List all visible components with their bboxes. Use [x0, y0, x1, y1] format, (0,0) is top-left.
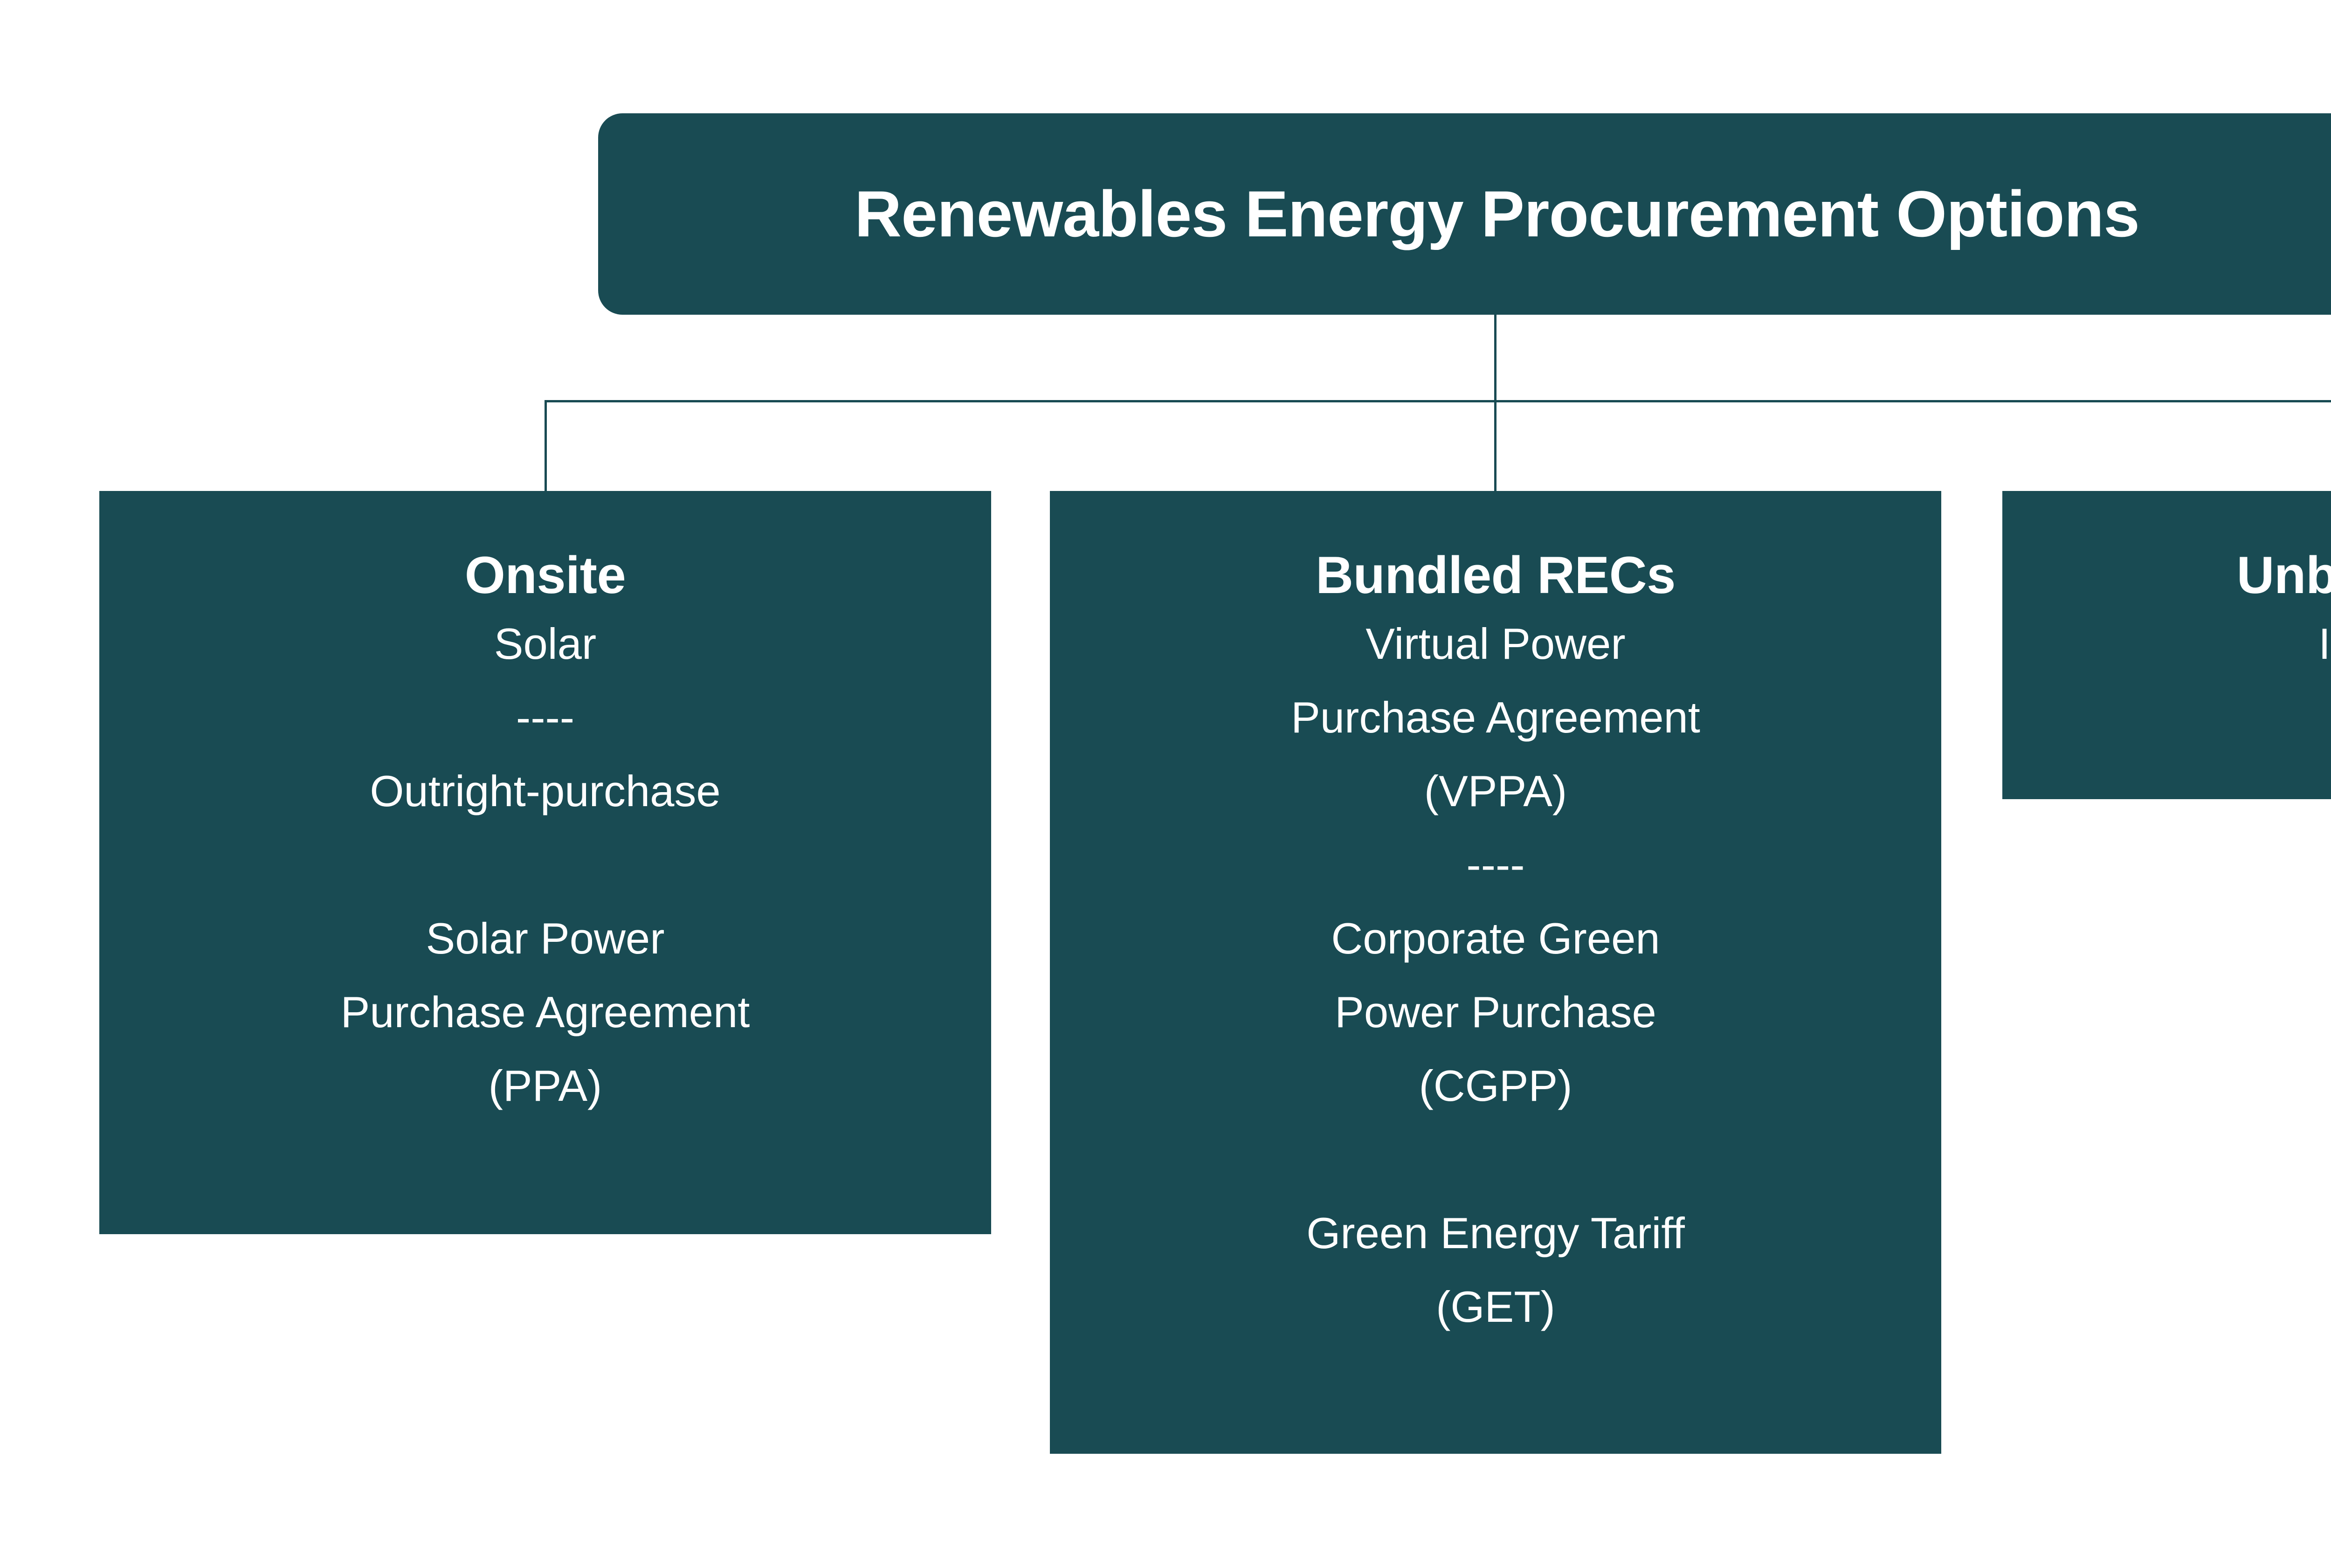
node-bundled-recs[interactable]: Bundled RECs Virtual Power Purchase Agre…	[1050, 491, 1941, 1454]
node-onsite-line-3: Outright-purchase	[370, 767, 721, 816]
node-bundled-recs-line-4: ----	[1466, 840, 1525, 890]
node-bundled-recs-line-9: Green Energy Tariff	[1306, 1208, 1685, 1257]
node-bundled-recs-line-1: Virtual Power	[1365, 619, 1626, 669]
node-onsite-line-5: Solar Power	[426, 914, 665, 963]
node-unbundled-recs[interactable]: Unbundled RECs I-REC / TIGR	[2002, 491, 2331, 799]
node-bundled-recs-heading: Bundled RECs	[1316, 546, 1676, 604]
node-bundled-recs-line-2: Purchase Agreement	[1291, 693, 1700, 742]
connector-root-stem	[1494, 315, 1497, 402]
node-bundled-recs-line-5: Corporate Green	[1331, 914, 1660, 963]
node-unbundled-recs-heading: Unbundled RECs	[2236, 546, 2331, 604]
node-bundled-recs-line-8	[1490, 1123, 1502, 1196]
node-unbundled-recs-lines: I-REC / TIGR	[2002, 607, 2331, 681]
root-node-renewables-energy-procurement-options[interactable]: Renewables Energy Procurement Options	[598, 113, 2331, 315]
root-node-title: Renewables Energy Procurement Options	[855, 177, 2140, 250]
node-onsite[interactable]: Onsite Solar ---- Outright-purchase Sola…	[99, 491, 991, 1234]
connector-branch-onsite	[545, 400, 547, 491]
connector-horizontal-bus	[545, 400, 2331, 402]
node-bundled-recs-line-10: (GET)	[1436, 1282, 1555, 1331]
node-onsite-line-4	[539, 828, 551, 902]
node-onsite-line-7: (PPA)	[488, 1061, 602, 1110]
node-onsite-line-2: ----	[516, 693, 575, 742]
node-onsite-line-6: Purchase Agreement	[340, 987, 750, 1036]
node-onsite-line-1: Solar	[494, 619, 597, 669]
connector-branch-bundled	[1494, 400, 1497, 491]
node-onsite-heading: Onsite	[464, 546, 626, 604]
node-bundled-recs-line-3: (VPPA)	[1424, 767, 1567, 816]
node-bundled-recs-line-7: (CGPP)	[1419, 1061, 1572, 1110]
node-onsite-lines: Solar ---- Outright-purchase Solar Power…	[99, 607, 991, 1122]
node-bundled-recs-line-6: Power Purchase	[1335, 987, 1656, 1036]
node-bundled-recs-lines: Virtual Power Purchase Agreement (VPPA) …	[1050, 607, 1941, 1343]
node-unbundled-recs-line-1: I-REC / TIGR	[2318, 619, 2331, 669]
